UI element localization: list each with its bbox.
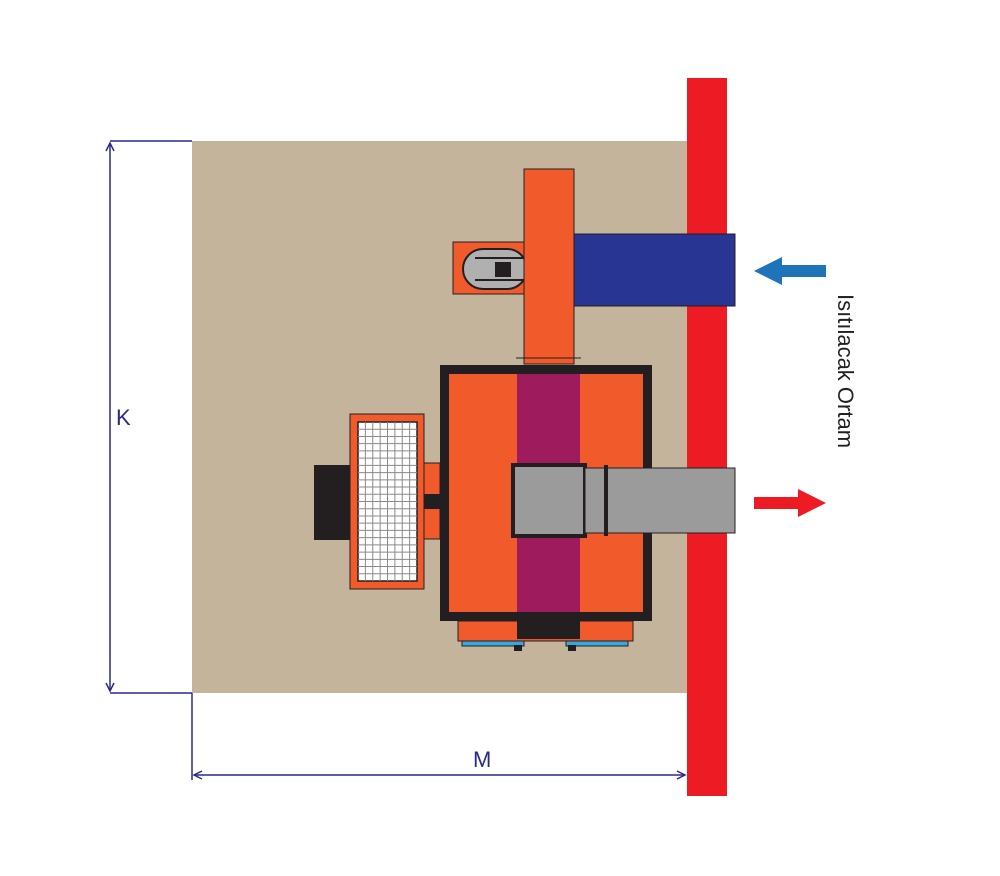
wall — [687, 78, 727, 796]
boiler-left-panel — [449, 374, 517, 612]
dimension-k — [105, 140, 192, 694]
dimension-m — [191, 693, 687, 780]
control-cabinet — [349, 413, 425, 590]
burner-unit — [452, 241, 529, 295]
arrow-right-icon — [754, 489, 826, 517]
dimension-m-label: M — [473, 747, 491, 772]
burner-core — [495, 262, 511, 277]
intake-duct — [573, 233, 736, 307]
arrow-left-icon — [754, 257, 826, 285]
dimension-k-label: K — [116, 405, 131, 430]
grid-lines — [358, 422, 417, 581]
outlet-duct — [511, 463, 736, 538]
boiler-base — [457, 620, 634, 651]
heated-space-label: Isıtılacak Ortam — [833, 294, 858, 448]
flue-pipe — [523, 168, 575, 365]
side-block — [314, 465, 352, 540]
